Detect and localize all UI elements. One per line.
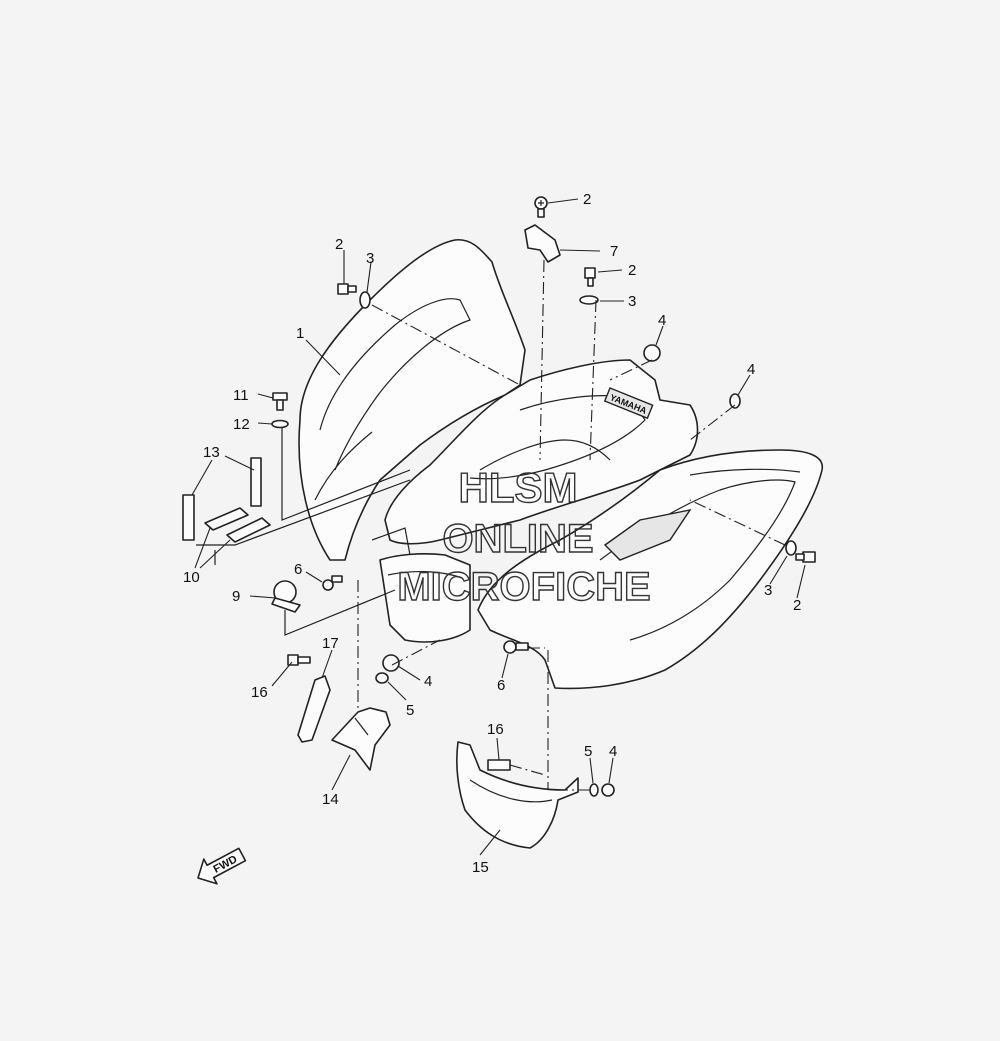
callout-14: 14 (322, 791, 339, 808)
callout-2a: 2 (335, 236, 343, 253)
callout-13: 13 (203, 444, 220, 461)
bracket-7 (524, 224, 561, 263)
nut-4c (382, 654, 400, 672)
clip-9 (271, 580, 301, 613)
washer-3b (579, 295, 599, 305)
callout-1: 1 (296, 325, 304, 342)
callout-5a: 5 (406, 702, 414, 719)
bolt-16b (487, 759, 511, 771)
callout-2b: 2 (628, 262, 636, 279)
watermark: HLSM ONLINE MICROFICHE (397, 463, 652, 609)
callout-4b: 4 (747, 361, 755, 378)
fender-right-wing (477, 449, 823, 690)
callout-16b: 16 (487, 721, 504, 738)
bolt-16a (287, 654, 311, 666)
callout-10: 10 (183, 569, 200, 586)
callout-11: 11 (233, 387, 249, 404)
leader-lines (191, 198, 806, 856)
pad-13a (250, 457, 262, 507)
callout-4a: 4 (658, 312, 666, 329)
callout-4c: 4 (424, 673, 432, 690)
washer-3a (359, 291, 371, 309)
fwd-arrow: FWD (197, 847, 247, 885)
washer-5a (375, 672, 389, 684)
callout-6b: 6 (497, 677, 505, 694)
watermark-line-1: HLSM (459, 464, 578, 511)
fender-right-pad (603, 508, 692, 561)
callout-7: 7 (610, 243, 618, 260)
callout-17: 17 (322, 635, 339, 652)
callout-16a: 16 (251, 684, 268, 701)
pad-13b (182, 494, 195, 541)
nut-4b (729, 393, 741, 409)
fwd-arrow-label: FWD (212, 853, 240, 875)
callouts: 2 7 2 3 2 3 1 4 4 11 12 13 10 6 9 3 2 17… (183, 191, 801, 876)
screw-6a (322, 575, 343, 591)
mudguard-14 (331, 707, 391, 771)
callout-3c: 3 (764, 582, 772, 599)
watermark-line-3: MICROFICHE (397, 565, 650, 609)
screw-6b (503, 640, 529, 654)
strap-17 (297, 675, 331, 743)
washer-5b (589, 783, 599, 797)
screw-8 (534, 196, 548, 218)
bolt-2a (337, 283, 357, 295)
callout-3b: 3 (628, 293, 636, 310)
washer-12 (271, 419, 289, 429)
callout-15: 15 (472, 859, 489, 876)
watermark-line-2: ONLINE (442, 517, 593, 561)
fender-left-rib (319, 298, 471, 471)
pad-10a (204, 507, 249, 531)
washer-3c (785, 540, 797, 556)
mudguard-15 (456, 741, 579, 849)
assembly-lines (357, 259, 786, 791)
callout-12: 12 (233, 416, 250, 433)
bolt-2b (584, 267, 596, 287)
callout-9: 9 (232, 588, 240, 605)
callout-8: 2 (583, 191, 591, 208)
nut-4a (643, 344, 661, 362)
callout-5b: 5 (584, 743, 592, 760)
rear-fender: YAMAHA (298, 238, 823, 690)
callout-2c: 2 (793, 597, 801, 614)
pad-10b (226, 517, 271, 543)
bolt-2c (795, 551, 816, 563)
bolt-11 (272, 392, 288, 411)
callout-4d: 4 (609, 743, 617, 760)
group-brackets (196, 428, 411, 636)
fender-inner-box (379, 553, 471, 643)
nut-4d (601, 783, 615, 797)
callout-3a: 3 (366, 250, 374, 267)
callout-6a: 6 (294, 561, 302, 578)
